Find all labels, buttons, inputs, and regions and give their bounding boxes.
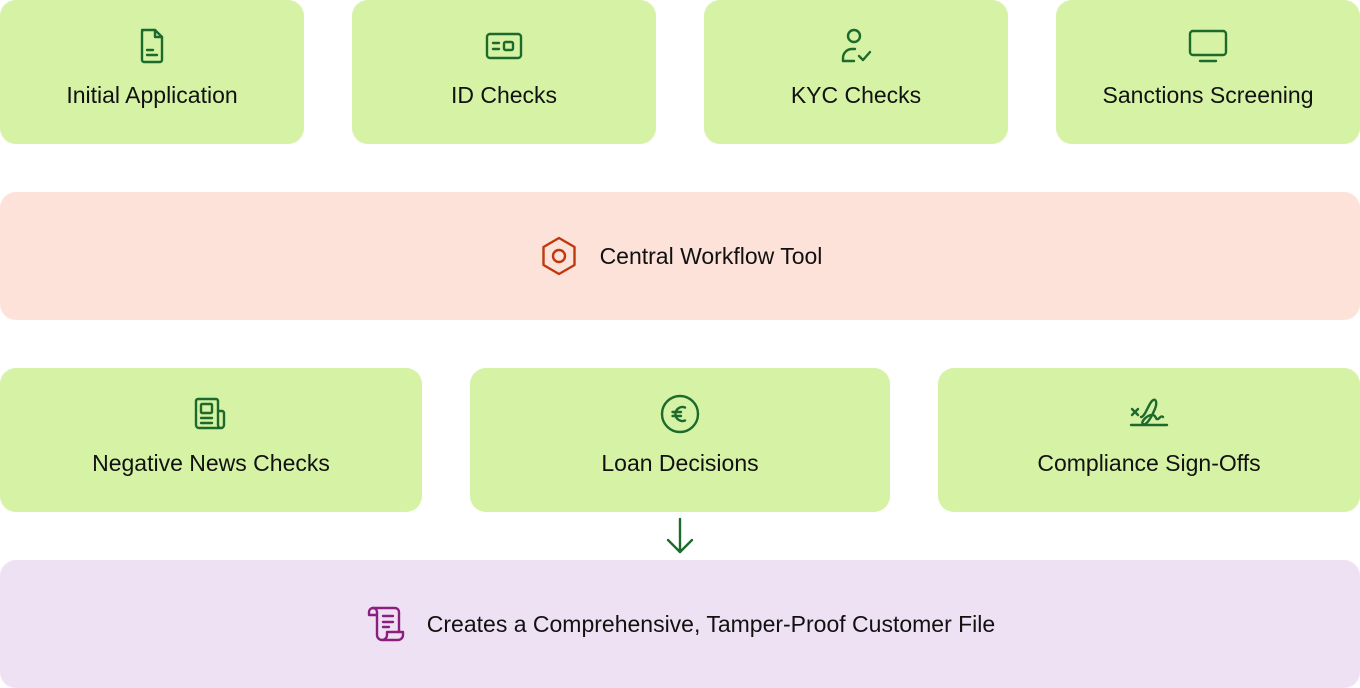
step-sanctions-screening: Sanctions Screening [1056,0,1360,144]
step-negative-news-checks: Negative News Checks [0,368,422,512]
step-label: Loan Decisions [601,450,759,476]
result-customer-file: Creates a Comprehensive, Tamper-Proof Cu… [0,560,1360,688]
newspaper-icon [190,393,232,435]
step-kyc-checks: KYC Checks [704,0,1008,144]
hexagon-nut-icon [538,235,580,277]
user-check-icon [835,25,877,67]
arrow-down-icon [666,517,694,554]
result-label: Creates a Comprehensive, Tamper-Proof Cu… [426,610,996,637]
step-loan-decisions: Loan Decisions [470,368,890,512]
central-workflow-tool: Central Workflow Tool [0,192,1360,320]
step-label: Initial Application [66,82,238,108]
euro-coin-icon [659,393,701,435]
step-label: KYC Checks [790,82,922,108]
step-compliance-sign-offs: Compliance Sign-Offs [938,368,1360,512]
step-label: Compliance Sign-Offs [1037,450,1261,476]
scroll-icon [365,603,407,645]
document-icon [131,25,173,67]
central-label: Central Workflow Tool [599,242,823,269]
step-label: ID Checks [450,82,558,108]
step-label: Negative News Checks [92,450,330,476]
step-initial-application: Initial Application [0,0,304,144]
signature-icon [1128,393,1170,435]
step-id-checks: ID Checks [352,0,656,144]
id-card-icon [483,25,525,67]
monitor-icon [1187,25,1229,67]
step-label: Sanctions Screening [1102,82,1314,108]
